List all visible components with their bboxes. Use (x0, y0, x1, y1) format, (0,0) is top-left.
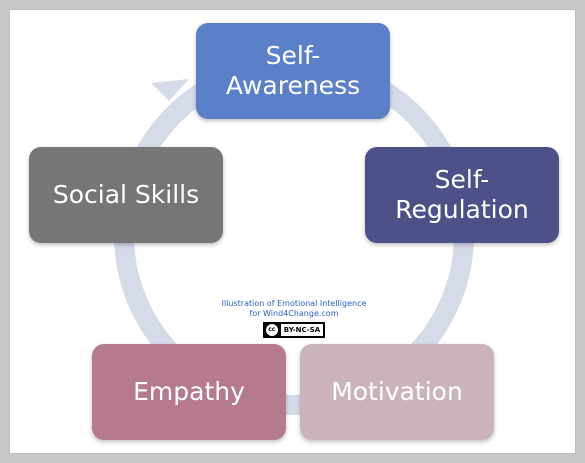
node-empathy: Empathy (92, 344, 286, 440)
creative-commons-icon: cc (264, 323, 279, 337)
node-self-awareness: Self- Awareness (196, 23, 390, 119)
attribution-credit: Illustration of Emotional Intelligence f… (189, 299, 399, 338)
node-social-skills: Social Skills (29, 147, 223, 243)
credit-line-1: Illustration of Emotional Intelligence (221, 299, 367, 308)
credit-line-2: for Wind4Change.com (249, 309, 339, 318)
cc-license-badge[interactable]: cc BY-NC-SA (262, 322, 326, 338)
diagram-canvas: Self- Awareness Self- Regulation Motivat… (9, 9, 576, 454)
node-motivation: Motivation (300, 344, 494, 440)
cycle-arrow-head-icon (151, 79, 189, 101)
node-self-regulation: Self- Regulation (365, 147, 559, 243)
license-text: BY-NC-SA (280, 324, 324, 336)
